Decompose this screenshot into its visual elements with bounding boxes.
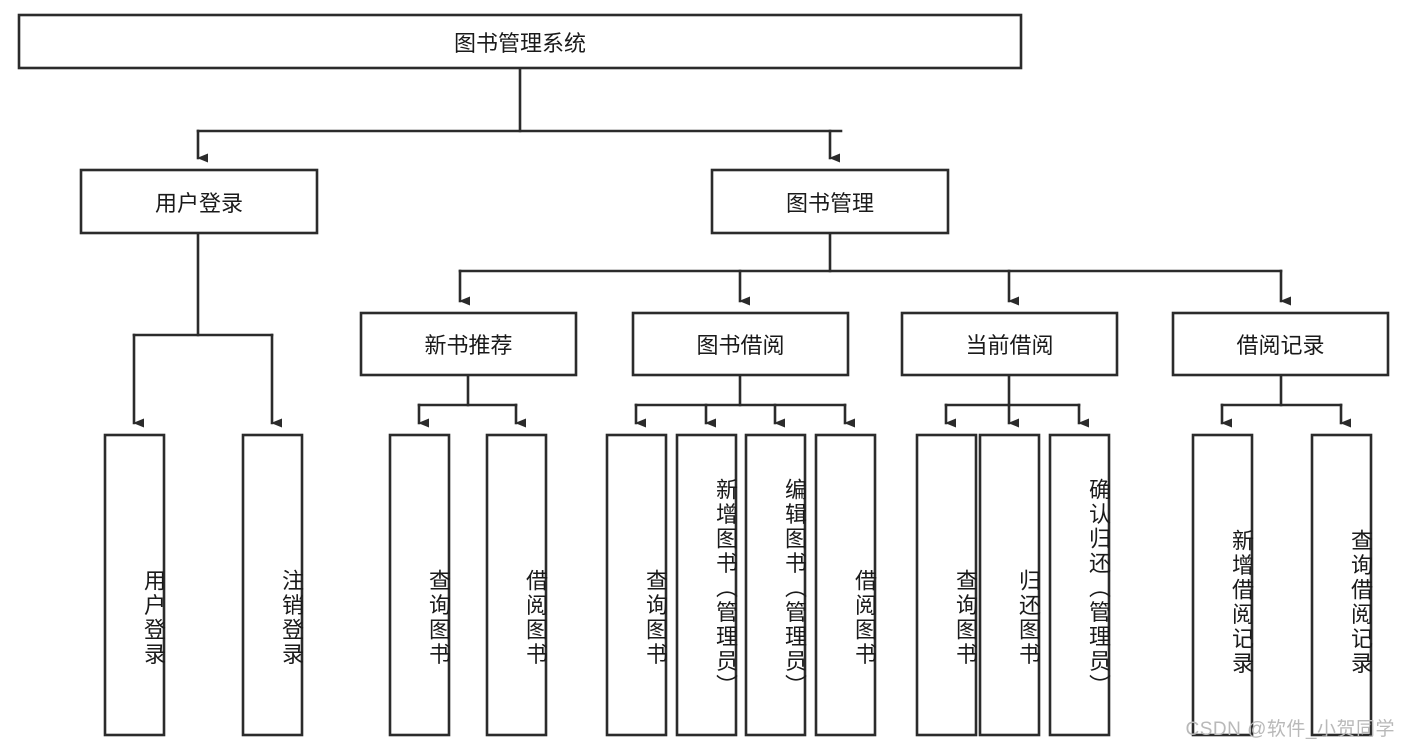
node-current-borrow[interactable]: [900, 311, 1119, 377]
node-leaf-add-book[interactable]: [675, 433, 738, 737]
node-leaf-query-record[interactable]: [1310, 433, 1373, 737]
node-leaf-edit-book[interactable]: [744, 433, 807, 737]
node-leaf-return-book[interactable]: [978, 433, 1041, 737]
node-leaf-query-book-2[interactable]: [605, 433, 668, 737]
node-leaf-user-login[interactable]: [103, 433, 166, 737]
node-root[interactable]: [17, 13, 1023, 70]
node-borrow-record[interactable]: [1171, 311, 1390, 377]
node-leaf-query-book-3[interactable]: [915, 433, 978, 737]
node-book-manage[interactable]: [710, 168, 950, 235]
edges-layer: [132, 66, 1351, 428]
nodes-layer: [17, 13, 1390, 737]
node-user-login[interactable]: [79, 168, 319, 235]
node-new-book-recommend[interactable]: [359, 311, 578, 377]
node-leaf-confirm-return[interactable]: [1048, 433, 1111, 737]
node-leaf-add-record[interactable]: [1191, 433, 1254, 737]
node-book-borrow[interactable]: [631, 311, 850, 377]
node-leaf-borrow-book-2[interactable]: [814, 433, 877, 737]
node-leaf-query-book-1[interactable]: [388, 433, 451, 737]
node-leaf-logout-login[interactable]: [241, 433, 304, 737]
node-leaf-borrow-book-1[interactable]: [485, 433, 548, 737]
csdn-watermark: CSDN @软件_小贺同学: [1185, 719, 1395, 740]
